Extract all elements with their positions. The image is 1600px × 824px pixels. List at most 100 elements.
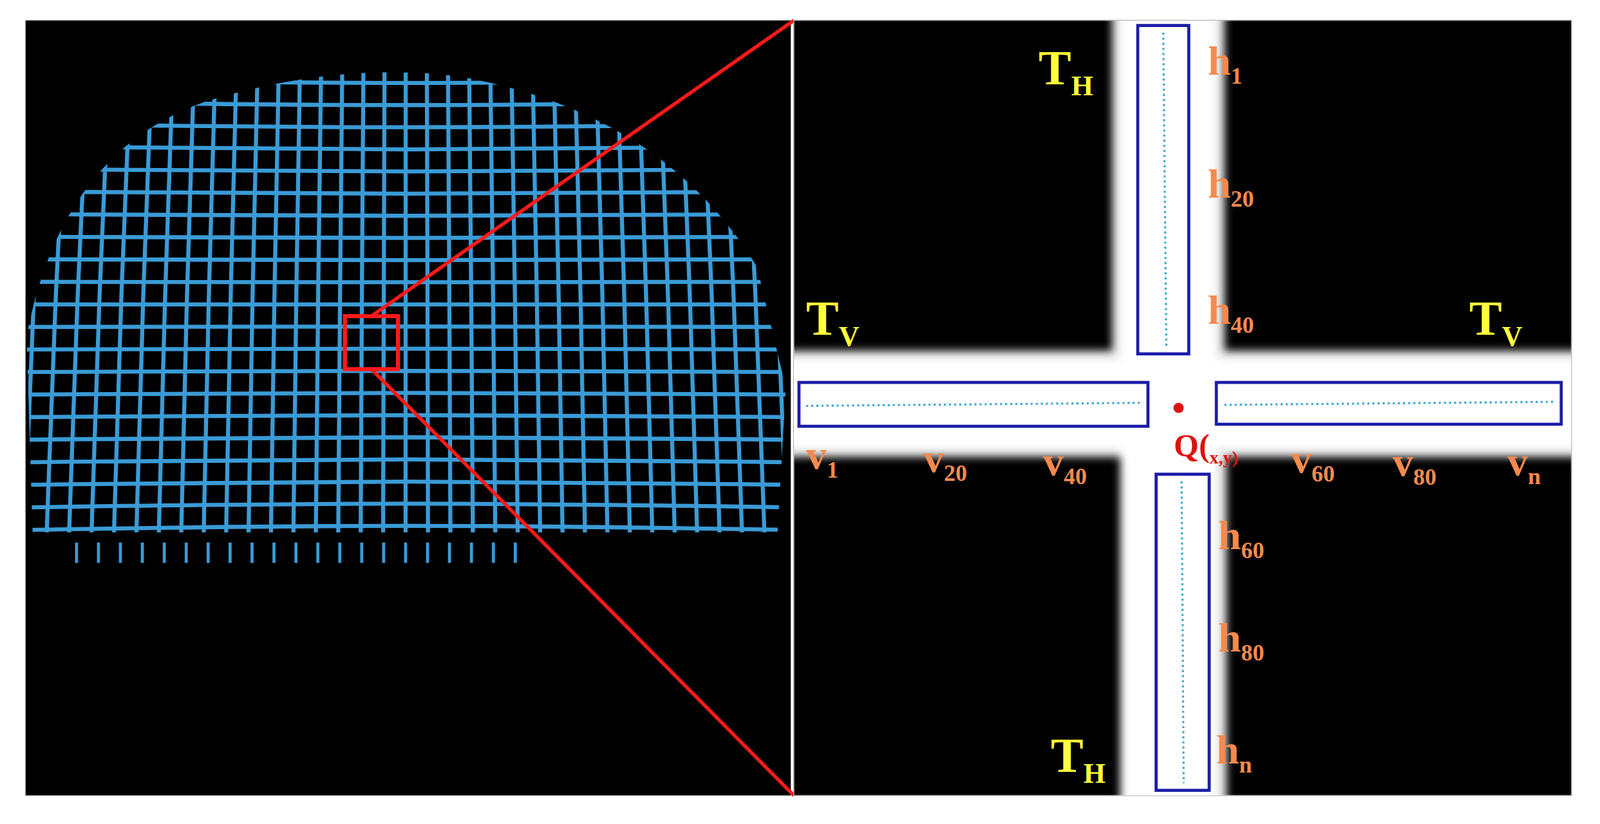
mesh-wire [248,40,259,551]
mesh-wire [10,302,807,307]
mesh-wire [10,56,807,62]
mesh-tick [491,542,496,564]
mesh-wire [574,40,586,551]
mesh-wire [383,40,385,551]
mesh-wire [203,40,217,551]
sample-label: h60 [1218,515,1265,563]
mesh-wire [489,40,496,551]
mesh-wire [10,78,807,84]
threshold-label: TV [1469,293,1523,351]
white-cross [793,20,1572,796]
mesh-wire [10,213,807,216]
intersection-point [1173,403,1185,414]
mesh-wire [113,40,132,551]
mesh-tick [513,542,518,564]
mesh-tick [316,542,320,564]
mesh-tick [228,542,232,564]
sample-label: h80 [1218,617,1265,665]
mesh-wire [46,40,69,551]
mesh-tick [338,542,342,564]
mesh-wire [679,40,698,551]
mesh-wire [700,40,720,551]
mesh-tick [119,542,123,564]
mesh-wire [225,40,238,551]
mesh-wire [315,40,322,551]
mesh-wire [448,40,451,551]
mesh-tick [382,542,386,564]
zoom-box [345,316,398,369]
mesh-tick [448,542,452,564]
threshold-label: TV [806,293,859,351]
sample-label: h20 [1207,163,1255,211]
sample-windows [799,25,1562,791]
mesh-tick [162,542,167,564]
mesh-tick [426,542,430,564]
mesh-wire [271,40,280,551]
mesh-wire [10,481,807,485]
mesh-wire [10,459,807,463]
mesh-wire [595,40,608,551]
sample-label: hn [1216,729,1253,777]
mesh-tick [250,542,254,564]
mesh-wire [616,40,631,551]
mesh-wire [10,348,807,350]
mesh-wire [338,40,343,551]
mesh-tick [359,542,364,564]
mesh-wire [10,415,807,418]
mesh-wire [135,40,153,551]
mesh-wire [10,168,807,172]
mesh-wire [10,146,807,150]
mesh-tick [272,542,276,564]
mesh-wire [68,40,90,551]
mesh-tick [97,542,101,564]
threshold-label: TH [1038,43,1094,101]
mesh-tick [141,542,145,564]
mesh-wire [10,101,807,105]
mesh-wire [180,40,196,551]
mesh-wire [426,40,429,551]
sample-label: h1 [1207,40,1243,88]
point-label: Q(x,y) [1173,429,1239,467]
mesh-wire [721,40,743,551]
threshold-label: TH [1050,730,1106,789]
mesh-tick [404,542,408,564]
mesh-tick [206,542,210,564]
mesh-wire [10,370,807,373]
sample-label: v20 [923,437,968,485]
mesh-wire [10,123,807,127]
mesh-wire [10,259,807,261]
mesh-wire [10,324,807,330]
mesh-wire [742,40,765,551]
mesh-wire [10,236,807,239]
mesh-wire [637,40,653,551]
mesh-wire [10,191,807,194]
mesh-wire [658,40,676,551]
mesh-wire [403,40,409,551]
mesh-wire [10,392,807,395]
mesh-tick [294,542,298,564]
sample-label: vn [1507,441,1541,489]
grid-ticks [76,542,516,564]
grid-mesh [10,40,807,551]
mesh-wire [10,526,807,531]
mesh-wire [531,40,541,551]
sample-label: v1 [806,434,839,482]
mesh-wire [292,40,301,551]
sample-label: v40 [1043,441,1087,489]
mesh-tick [470,542,474,564]
sample-label: v80 [1392,441,1437,489]
mesh-wire [90,40,111,551]
mesh-tick [184,542,189,564]
mesh-wire [468,40,473,551]
mesh-wire [763,40,788,551]
zoom-line [371,20,794,317]
mesh-tick [74,542,78,564]
mesh-wire [360,40,364,551]
sample-label: v60 [1290,438,1335,486]
mesh-wire [23,40,48,551]
mesh-wire [158,40,174,551]
mesh-wire [10,280,807,285]
mesh-wire [10,437,807,440]
